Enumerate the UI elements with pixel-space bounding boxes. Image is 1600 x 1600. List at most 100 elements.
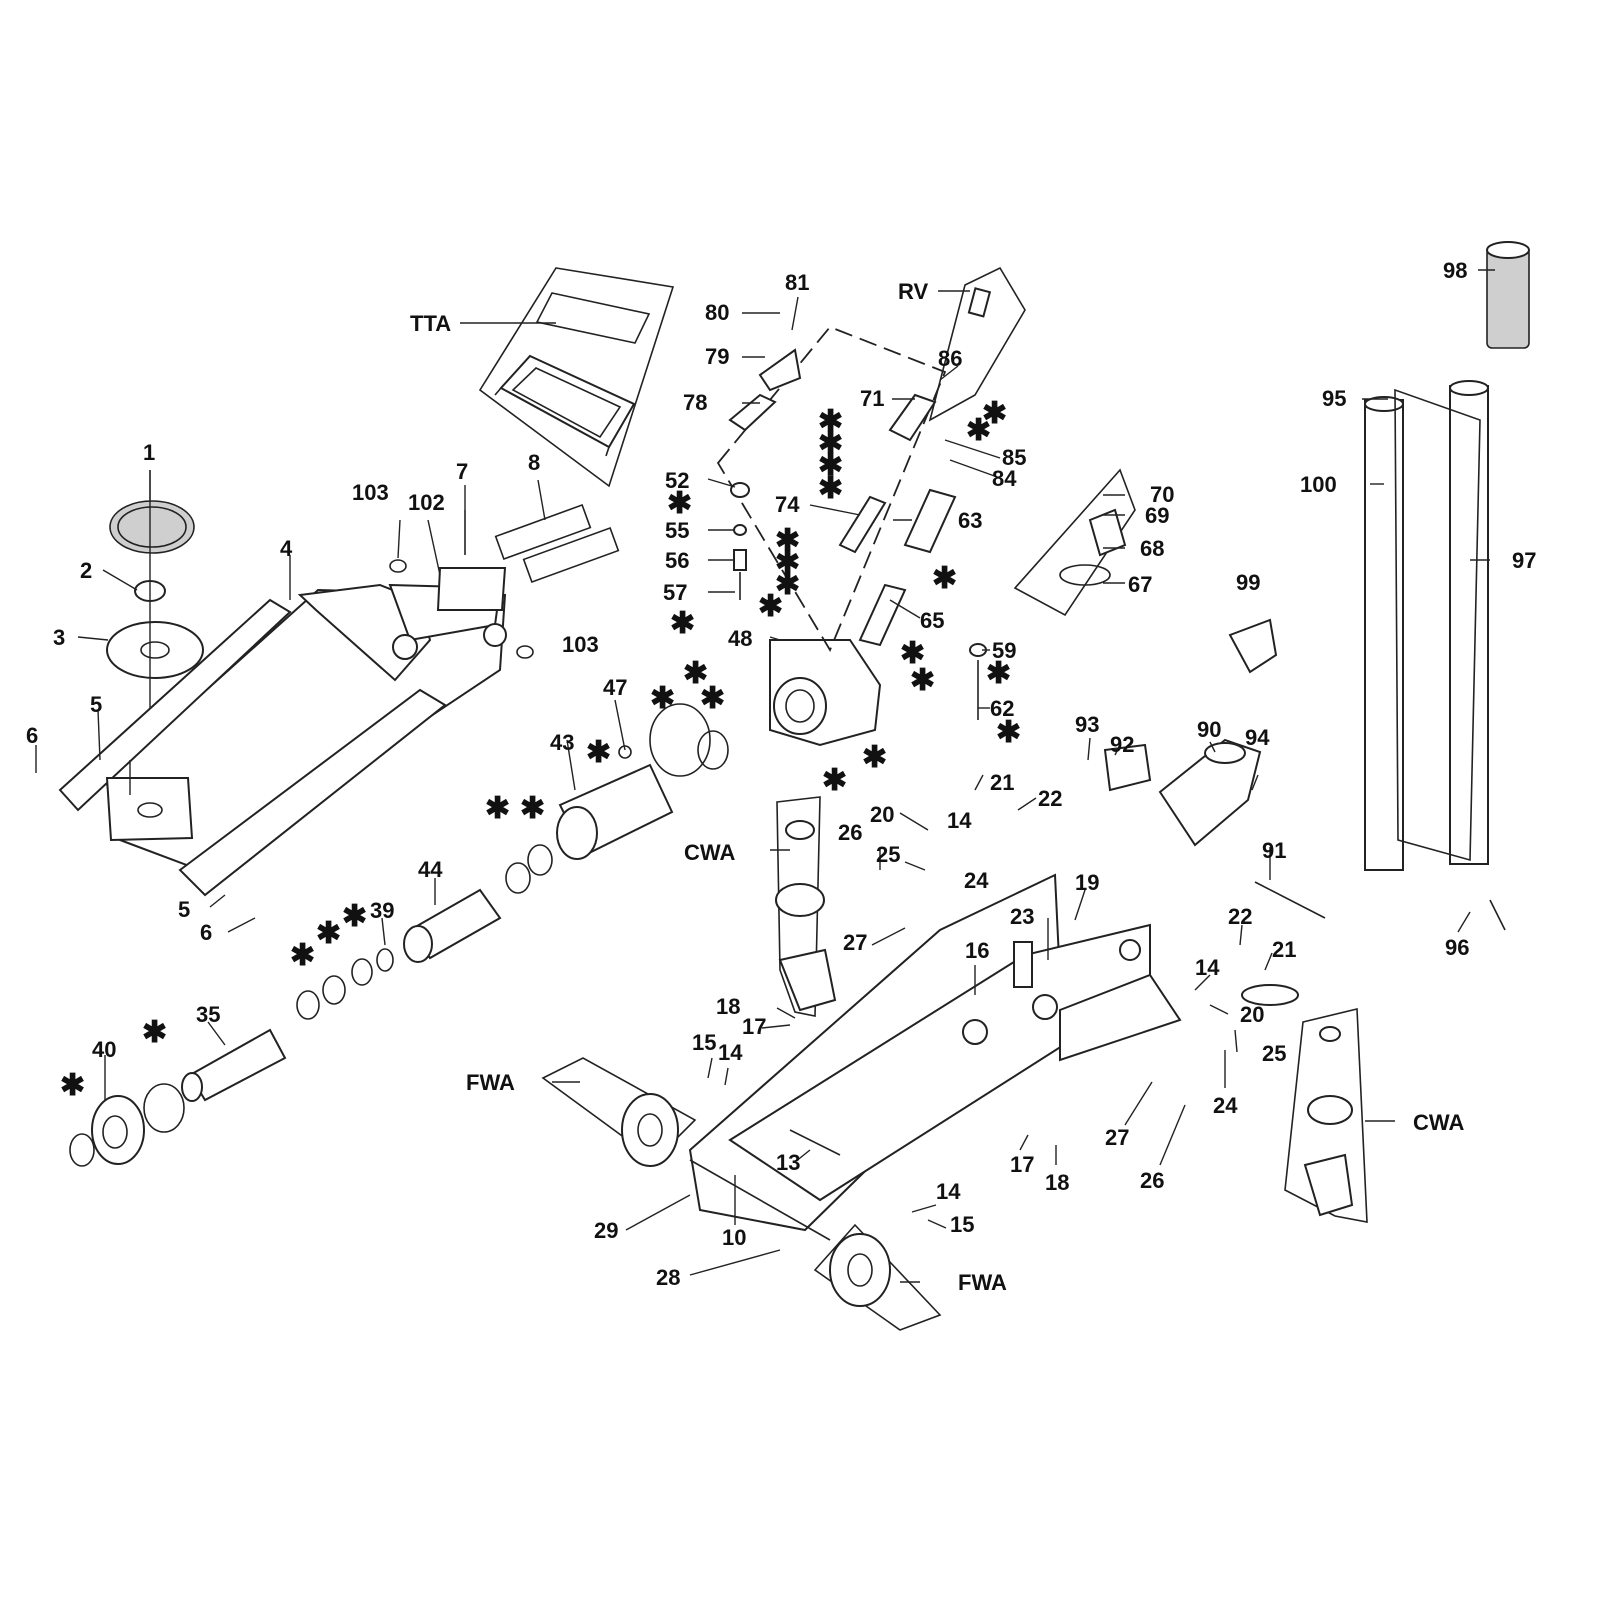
asterisk-marker: ✱ — [670, 607, 695, 640]
label-15-bottom: 15 — [950, 1212, 974, 1237]
label-8: 8 — [528, 450, 540, 475]
asterisk-marker: ✱ — [966, 414, 991, 447]
label-62: 62 — [990, 696, 1014, 721]
tray-assembly-drawing — [478, 267, 675, 488]
label-23: 23 — [1010, 904, 1034, 929]
asterisk-marker: ✱ — [290, 939, 315, 972]
label-95: 95 — [1322, 386, 1346, 411]
label-103-left: 103 — [352, 480, 389, 505]
label-21-right: 21 — [1272, 937, 1296, 962]
label-103-right: 103 — [562, 632, 599, 657]
label-1: 1 — [143, 440, 155, 465]
label-56: 56 — [665, 548, 689, 573]
label-fwa-left: FWA — [466, 1070, 515, 1095]
label-40: 40 — [92, 1037, 116, 1062]
label-48: 48 — [728, 626, 752, 651]
label-55: 55 — [665, 518, 689, 543]
label-47: 47 — [603, 675, 627, 700]
asterisk-marker: ✱ — [822, 764, 847, 797]
label-24-top: 24 — [964, 868, 989, 893]
asterisk-marker: ✱ — [775, 546, 800, 579]
label-79: 79 — [705, 344, 729, 369]
label-fwa-right: FWA — [958, 1270, 1007, 1295]
asterisk-marker: ✱ — [683, 657, 708, 690]
label-5-bottom: 5 — [178, 897, 190, 922]
label-cwa-left: CWA — [684, 840, 735, 865]
label-25-top: 25 — [876, 842, 900, 867]
label-29: 29 — [594, 1218, 618, 1243]
label-35: 35 — [196, 1002, 220, 1027]
label-25-right: 25 — [1262, 1041, 1286, 1066]
asterisk-marker: ✱ — [910, 664, 935, 697]
spring-drawing — [389, 503, 620, 659]
label-74: 74 — [775, 492, 800, 517]
label-92: 92 — [1110, 732, 1134, 757]
label-57: 57 — [663, 580, 687, 605]
label-67: 67 — [1128, 572, 1152, 597]
asterisk-marker: ✱ — [818, 405, 843, 438]
label-39: 39 — [370, 898, 394, 923]
label-100: 100 — [1300, 472, 1337, 497]
asterisk-marker: ✱ — [996, 716, 1021, 749]
label-22-top: 22 — [1038, 786, 1062, 811]
hydraulic-unit-drawing — [69, 639, 882, 1167]
label-59: 59 — [992, 638, 1016, 663]
asterisk-marker: ✱ — [982, 397, 1007, 430]
label-6-left: 6 — [26, 723, 38, 748]
label-90: 90 — [1197, 717, 1221, 742]
asterisk-marker: ✱ — [485, 792, 510, 825]
label-20-top: 20 — [870, 802, 894, 827]
saddle-parts-drawing — [106, 470, 204, 770]
label-91: 91 — [1262, 838, 1286, 863]
label-2: 2 — [80, 558, 92, 583]
label-84: 84 — [992, 466, 1017, 491]
label-65: 65 — [920, 608, 944, 633]
asterisk-marker: ✱ — [650, 682, 675, 715]
label-27-left: 27 — [843, 930, 867, 955]
label-17-bottom: 17 — [1010, 1152, 1034, 1177]
asterisk-marker: ✱ — [900, 637, 925, 670]
label-19: 19 — [1075, 870, 1099, 895]
label-102: 102 — [408, 490, 445, 515]
label-18-bottom: 18 — [1045, 1170, 1069, 1195]
asterisk-marker: ✱ — [818, 449, 843, 482]
label-20-right: 20 — [1240, 1002, 1264, 1027]
asterisk-marker: ✱ — [520, 792, 545, 825]
label-7: 7 — [456, 459, 468, 484]
asterisk-marker: ✱ — [142, 1016, 167, 1049]
asterisk-marker: ✱ — [818, 472, 843, 505]
label-13: 13 — [776, 1150, 800, 1175]
asterisk-marker: ✱ — [775, 568, 800, 601]
lift-arm-drawing — [58, 583, 507, 897]
label-26-left: 26 — [838, 820, 862, 845]
label-15-left: 15 — [692, 1030, 716, 1055]
asterisk-marker: ✱ — [986, 657, 1011, 690]
frame-drawing — [541, 796, 1368, 1331]
label-22-right: 22 — [1228, 904, 1252, 929]
label-68: 68 — [1140, 536, 1164, 561]
label-52: 52 — [665, 468, 689, 493]
label-94: 94 — [1245, 725, 1270, 750]
label-96: 96 — [1445, 935, 1469, 960]
label-24-right: 24 — [1213, 1093, 1238, 1118]
label-81: 81 — [785, 270, 809, 295]
label-26-right: 26 — [1140, 1168, 1164, 1193]
label-tta: TTA — [410, 311, 451, 336]
asterisk-marker: ✱ — [667, 487, 692, 520]
asterisk-marker: ✱ — [316, 917, 341, 950]
label-5-top: 5 — [90, 692, 102, 717]
label-10: 10 — [722, 1225, 746, 1250]
label-17-left: 17 — [742, 1014, 766, 1039]
label-85: 85 — [1002, 445, 1026, 470]
label-14-top: 14 — [947, 808, 972, 833]
label-97: 97 — [1512, 548, 1536, 573]
asterisk-marker: ✱ — [342, 900, 367, 933]
label-63: 63 — [958, 508, 982, 533]
label-18-left: 18 — [716, 994, 740, 1019]
asterisk-marker: ✱ — [700, 682, 725, 715]
label-rv: RV — [898, 279, 928, 304]
label-43: 43 — [550, 730, 574, 755]
pump-components-drawing — [716, 266, 1136, 720]
asterisk-marker: ✱ — [932, 562, 957, 595]
